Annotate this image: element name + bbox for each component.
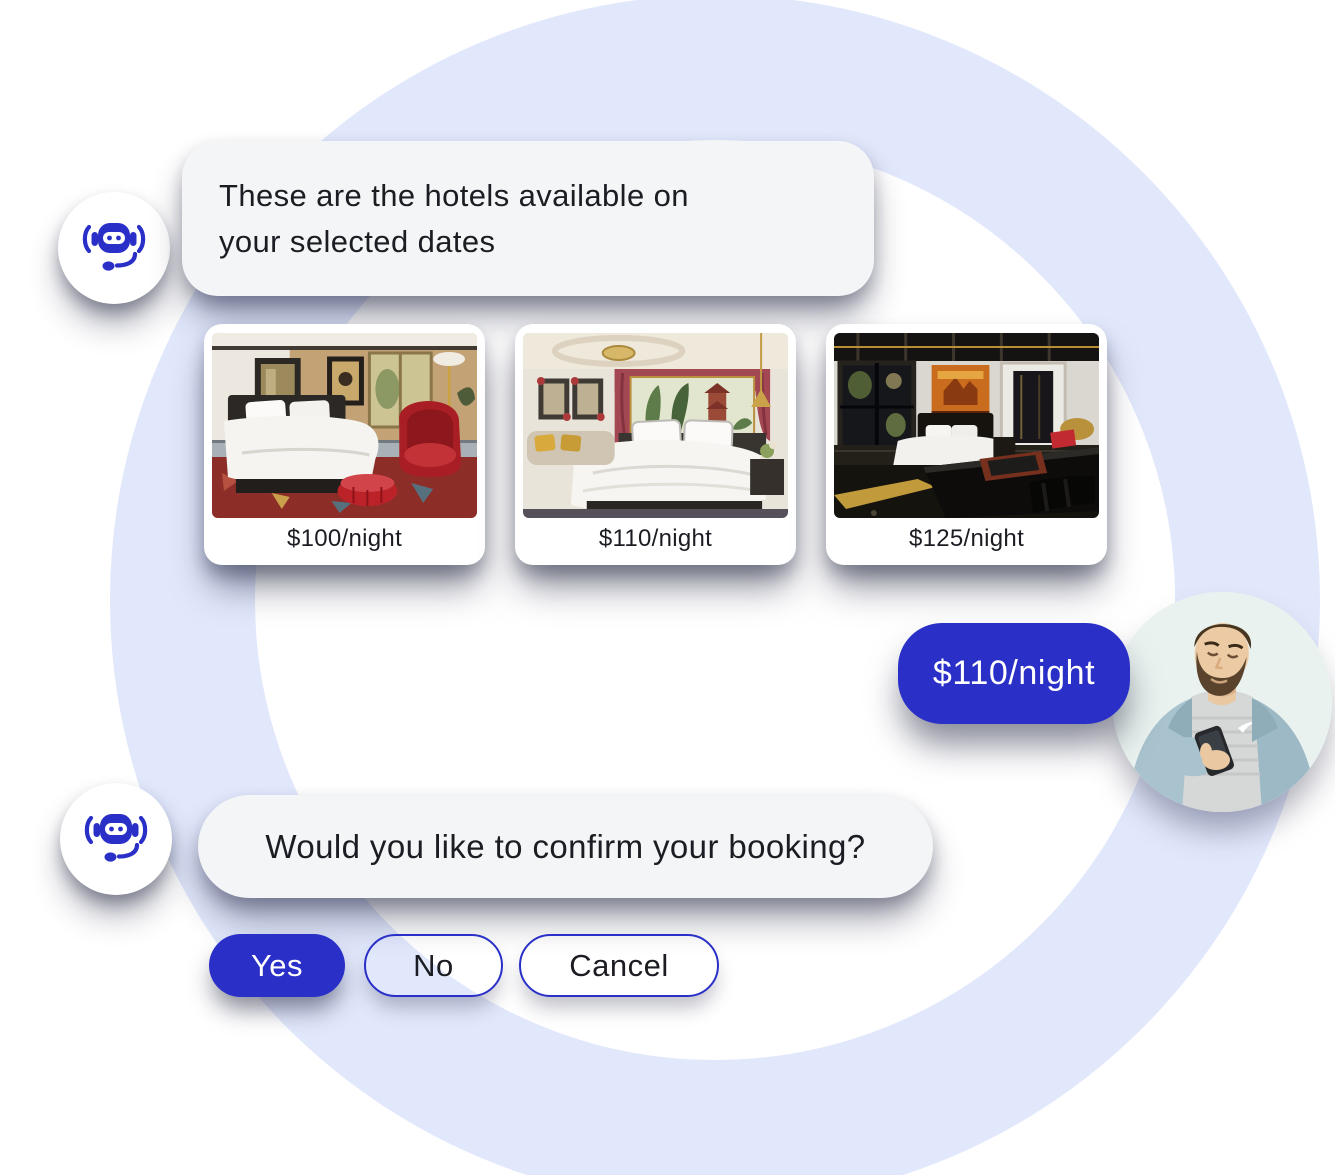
man-looking-at-phone-photo xyxy=(1112,592,1332,812)
bot-message-confirm: Would you like to confirm your booking? xyxy=(198,795,933,898)
bot-message-line: your selected dates xyxy=(219,223,496,259)
hotel-card-125[interactable]: $125/night xyxy=(826,324,1107,565)
hotel-room-red-armchair-photo xyxy=(212,333,477,518)
robot-headset-icon xyxy=(84,808,148,871)
user-reply-bubble: $110/night xyxy=(898,623,1130,724)
bot-avatar xyxy=(60,783,172,895)
cancel-button-label: Cancel xyxy=(569,947,669,983)
bot-message-hotels: These are the hotels available on your s… xyxy=(182,141,874,296)
user-reply-text: $110/night xyxy=(932,654,1096,692)
no-button[interactable]: No xyxy=(364,934,503,997)
yes-button-label: Yes xyxy=(250,947,304,983)
hotel-room-mural-bed-photo xyxy=(523,333,788,518)
cancel-button[interactable]: Cancel xyxy=(519,934,719,997)
bot-message-line: These are the hotels available on xyxy=(219,177,689,213)
hotel-price-label: $100/night xyxy=(286,525,403,552)
hotel-card-100[interactable]: $100/night xyxy=(204,324,485,565)
bot-avatar xyxy=(58,192,170,304)
bot-message-text: Would you like to confirm your booking? xyxy=(265,827,866,865)
no-button-label: No xyxy=(413,947,454,983)
hotel-card-110[interactable]: $110/night xyxy=(515,324,796,565)
user-avatar xyxy=(1112,592,1332,812)
hotel-price-label: $110/night xyxy=(598,525,713,552)
yes-button[interactable]: Yes xyxy=(209,934,345,997)
hotel-room-dark-desk-photo xyxy=(834,333,1099,518)
hotel-price-label: $125/night xyxy=(908,525,1025,552)
robot-headset-icon xyxy=(82,217,146,280)
